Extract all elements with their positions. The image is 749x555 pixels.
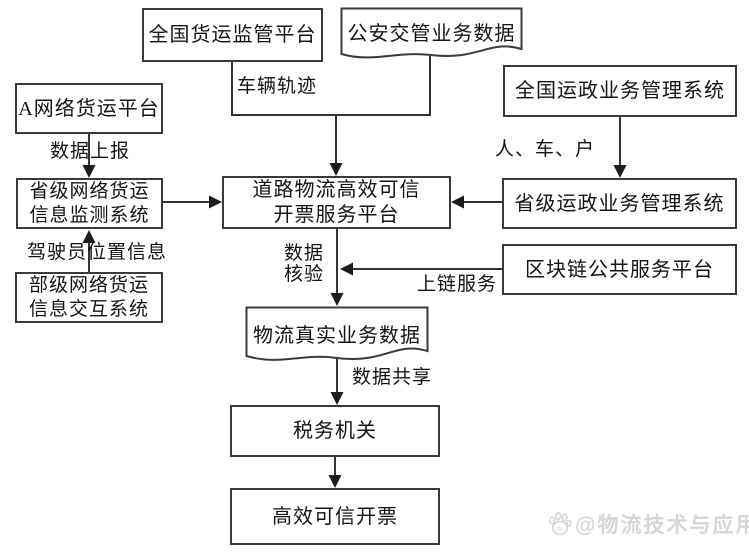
arrowhead-into-provincial-transport — [613, 165, 627, 178]
edge-label-person-vehicle-household: 人、车、户 — [495, 139, 596, 160]
node-label: 全国运政业务管理系统 — [515, 80, 725, 102]
node-label: 省级运政业务管理系统 — [514, 192, 725, 215]
baidu-paw-icon: du — [548, 511, 572, 536]
arrowhead-into-central-right — [451, 195, 464, 209]
node-label-line2: 信息监测系统 — [29, 204, 150, 226]
node-label-line1: 部级网络货运 — [28, 274, 149, 296]
arrowhead-up-provincial-network — [82, 230, 96, 243]
arrowhead-into-logistics-data — [330, 293, 344, 306]
node-tax-authority: 税务机关 — [230, 405, 440, 457]
arrowhead-into-central-top — [329, 163, 343, 176]
node-provincial-transport-mgmt-system: 省级运政业务管理系统 — [502, 178, 737, 229]
edge-label-on-chain-service: 上链服务 — [417, 274, 498, 295]
node-label: 税务机关 — [293, 420, 377, 442]
node-label: 物流真实业务数据 — [253, 325, 421, 347]
node-label: 高效可信开票 — [272, 505, 398, 528]
node-provincial-network-freight-monitor: 省级网络货运 信息监测系统 — [16, 178, 163, 229]
node-road-logistics-invoicing-platform: 道路物流高效可信 开票服务平台 — [222, 176, 451, 229]
node-blockchain-public-service-platform: 区块链公共服务平台 — [502, 244, 737, 295]
node-label: 全国货运监管平台 — [148, 24, 317, 46]
edge-label-data-verification: 数据 核验 — [280, 243, 328, 285]
edge-label-driver-location-info: 驾驶员位置信息 — [27, 242, 168, 263]
node-logistics-real-business-data: 物流真实业务数据 — [245, 306, 429, 370]
arrowhead-into-invoicing — [328, 475, 342, 488]
node-label-line2: 信息交互系统 — [28, 298, 149, 320]
arrowhead-into-central-left — [209, 195, 222, 209]
arrowhead-into-provincial-network — [82, 165, 96, 178]
node-public-security-traffic-data: 公安交管业务数据 — [340, 7, 523, 65]
node-national-freight-platform: 全国货运监管平台 — [142, 8, 323, 62]
node-ministerial-network-freight-exchange: 部级网络货运 信息交互系统 — [15, 272, 163, 323]
edge-label-vehicle-trajectory: 车辆轨迹 — [237, 76, 318, 97]
node-label: 区块链公共服务平台 — [525, 258, 714, 281]
baidu-paw-icon-text: du — [556, 526, 564, 533]
node-a-network-freight-platform: A网络货运平台 — [15, 83, 163, 134]
node-label: 公安交管业务数据 — [347, 23, 516, 45]
watermark: du @物流技术与应用 — [548, 509, 749, 539]
edge-label-line1: 数据 — [283, 243, 324, 264]
node-efficient-trusted-invoicing: 高效可信开票 — [230, 488, 440, 545]
arrowhead-on-chain-left — [340, 262, 353, 276]
node-national-transport-mgmt-system: 全国运政业务管理系统 — [503, 65, 737, 117]
edge-label-data-sharing: 数据共享 — [352, 367, 433, 388]
arrowhead-into-tax — [330, 392, 344, 405]
node-label-line2: 开票服务平台 — [273, 203, 400, 226]
edge-label-data-reporting: 数据上报 — [50, 141, 131, 162]
edge-label-line2: 核验 — [283, 264, 324, 285]
node-label: A网络货运平台 — [18, 97, 160, 120]
watermark-text: @物流技术与应用 — [575, 514, 749, 537]
document-shape — [340, 7, 523, 59]
document-shape — [245, 306, 429, 361]
node-label-line1: 省级网络货运 — [29, 180, 150, 202]
node-label-line1: 道路物流高效可信 — [252, 178, 421, 201]
